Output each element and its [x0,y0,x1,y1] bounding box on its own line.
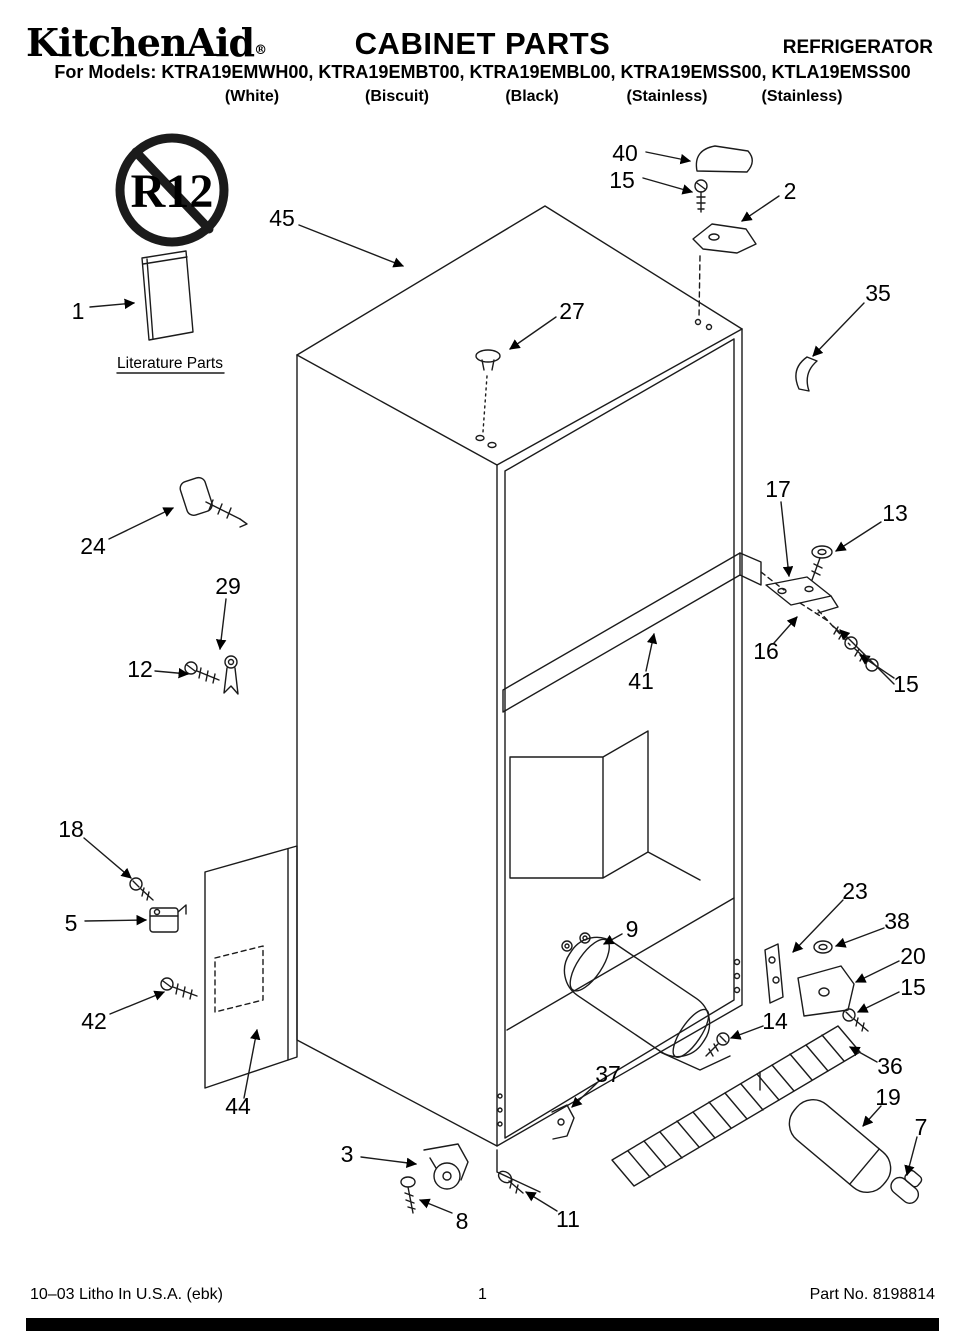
callout-41-label: 41 [628,668,654,694]
footer-litho-note: 10–03 Litho In U.S.A. (ebk) [30,1286,223,1303]
part-38-grommet [813,940,833,954]
callout-24-label: 24 [80,533,106,559]
part-9-compressor [561,932,731,1071]
part-3-roller [423,1143,469,1190]
callout-18-label: 18 [58,816,84,842]
part-15-screw-top [694,179,708,213]
callout-37-label: 37 [595,1061,621,1087]
part-41-divider-rail [502,552,785,713]
part-20-bracket [797,965,855,1017]
color-label-white: (White) [224,88,280,105]
callout-11-label: 11 [556,1206,580,1232]
footer-rule [26,1318,939,1331]
part-27-plug [475,349,501,449]
part-19-drier-filter [788,1098,892,1194]
callout-19-label: 19 [875,1084,901,1110]
color-label-stainless-2: (Stainless) [761,88,843,105]
color-label-black: (Black) [505,88,559,105]
part-44-rear-panel [204,845,298,1089]
part-11-screw [497,1170,524,1194]
callout-29-label: 29 [215,573,241,599]
callout-7-label: 7 [915,1114,928,1140]
callout-45-label: 45 [269,205,295,231]
no-r12-symbol: R12 [115,133,229,247]
part-8-screw [400,1176,416,1214]
callout-27-label: 27 [559,298,585,324]
callout-1-label: 1 [72,298,85,324]
callout-36-label: 36 [877,1053,903,1079]
part-18-screw [129,877,154,901]
callout-35-label: 35 [865,280,891,306]
callout-15b-label: 15 [893,671,919,697]
callout-8-label: 8 [456,1208,469,1234]
part-12-screw [184,661,220,684]
callout-12-label: 12 [127,656,153,682]
callout-42-label: 42 [81,1008,107,1034]
callout-38-label: 38 [884,908,910,934]
r12-text: R12 [131,165,214,218]
part-40-cap [695,145,753,173]
color-label-stainless-1: (Stainless) [626,88,708,105]
category-label: REFRIGERATOR [782,37,933,58]
footer-page-number: 1 [478,1286,487,1303]
callout-labels: 40 15 2 45 27 35 1 24 29 12 17 13 16 15 … [58,140,927,1234]
callout-14-label: 14 [762,1008,788,1034]
part-2-bracket [692,223,757,331]
callout-44-label: 44 [225,1093,251,1119]
callout-3-label: 3 [341,1141,354,1167]
cabinet-shell [296,205,743,1193]
callout-20-label: 20 [900,943,926,969]
part-42-screw [160,977,198,1000]
interior-details [506,730,735,1031]
callout-16-label: 16 [753,638,779,664]
callout-5-label: 5 [65,910,78,936]
part-23-plate [764,943,784,1004]
callout-9-label: 9 [626,916,639,942]
footer-part-number: Part No. 8198814 [809,1286,935,1303]
part-15-screw-bottom [842,1008,869,1032]
callout-13-label: 13 [882,500,908,526]
callout-23-label: 23 [842,878,868,904]
part-36-drain-pan [611,1025,861,1187]
callout-15a-label: 15 [609,167,635,193]
part-24-fastener [179,476,248,528]
literature-book: Literature Parts [116,250,225,374]
callout-17-label: 17 [765,476,791,502]
registered-mark: ® [254,43,267,58]
color-label-biscuit: (Biscuit) [365,88,429,105]
callout-40-label: 40 [612,140,638,166]
brand-logo: KitchenAid® [26,20,267,65]
literature-parts-label: Literature Parts [117,355,223,372]
part-29-clip [223,655,239,695]
page-title: CABINET PARTS [354,26,611,61]
models-line: For Models: KTRA19EMWH00, KTRA19EMBT00, … [54,62,911,82]
part-5-clip [149,904,187,933]
leader-lines [83,151,918,1214]
callout-15c-label: 15 [900,974,926,1000]
part-17-hinge-bracket [765,576,851,646]
part-35-trim [795,356,818,392]
callout-2-label: 2 [784,178,797,204]
part-14-bolt [705,1032,730,1057]
brand-text: KitchenAid [26,20,255,65]
part-13-washer [811,545,833,581]
part-37-clip [551,1104,575,1140]
part-15-screws-mid [832,625,879,672]
